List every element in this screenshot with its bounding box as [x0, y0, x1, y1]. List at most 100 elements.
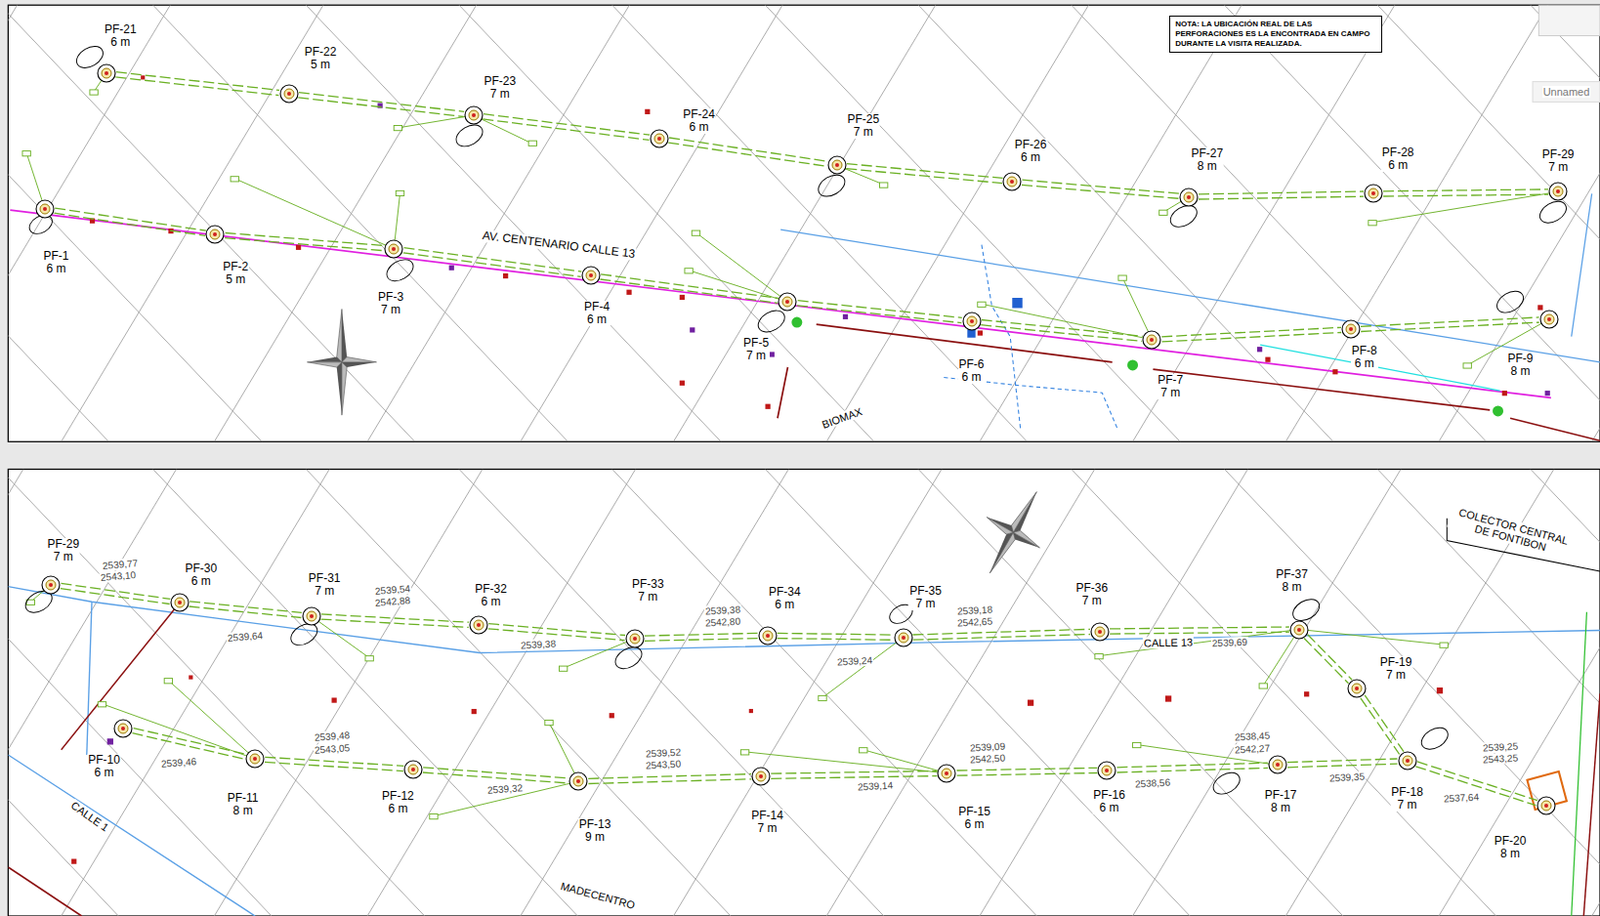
pipe-line — [770, 770, 937, 779]
borehole-marker: PF-197 m — [1347, 678, 1367, 699]
borehole-marker: PF-156 m — [936, 763, 957, 784]
elevation-value: 2539,46 — [159, 757, 198, 771]
pipe-line — [777, 632, 894, 640]
borehole-id: PF-28 — [1381, 146, 1416, 160]
pipe-line — [599, 274, 779, 304]
borehole-depth: 7 m — [1541, 161, 1576, 174]
borehole-depth: 8 m — [1507, 365, 1535, 379]
elevation-value: 2542,50 — [968, 753, 1008, 766]
borehole-id: PF-22 — [303, 45, 338, 59]
borehole-marker: PF-297 m — [41, 575, 61, 595]
borehole-label: PF-37 m — [377, 291, 405, 317]
borehole-symbol — [893, 628, 914, 648]
elevation-value: 2539,35 — [1328, 771, 1367, 785]
place-name: AV. CENTENARIO CALLE 13 — [481, 228, 638, 261]
borehole-id: PF-33 — [631, 578, 666, 591]
pipe-line — [54, 208, 207, 236]
elevation-value: 2537,64 — [1442, 791, 1481, 804]
borehole-symbol — [1363, 183, 1384, 204]
pipe-line — [1161, 327, 1342, 342]
borehole-depth: 7 m — [45, 550, 81, 564]
borehole-label: PF-257 m — [845, 113, 881, 139]
borehole-symbol — [205, 224, 225, 245]
pipe-line — [1360, 695, 1404, 756]
pipe-line — [1198, 191, 1364, 200]
elevation-value: 2538,45 — [1232, 730, 1271, 744]
borehole-depth: 6 m — [183, 575, 218, 589]
borehole-symbol — [1539, 309, 1559, 330]
pipe-line — [422, 767, 570, 784]
borehole-depth: 6 m — [103, 36, 138, 49]
borehole-symbol — [41, 575, 61, 595]
elevation-value: 2539,52 — [644, 746, 683, 759]
borehole-id: PF-18 — [1389, 786, 1425, 800]
elevation-value: 2539,14 — [856, 780, 895, 794]
borehole-depth: 6 m — [1350, 357, 1379, 371]
pipe-line — [189, 601, 302, 619]
borehole-id: PF-2 — [221, 260, 250, 274]
borehole-symbol — [279, 84, 299, 104]
borehole-symbol — [96, 63, 117, 84]
elevation-value: 2542,88 — [374, 594, 413, 609]
elevation-value: 2543,10 — [99, 569, 138, 584]
borehole-marker: PF-378 m — [1289, 620, 1309, 640]
pipe-line — [264, 757, 404, 771]
elevation-value: 2539,38 — [703, 603, 742, 617]
borehole-symbol — [1090, 622, 1110, 642]
borehole-label: PF-197 m — [1379, 656, 1414, 682]
borehole-depth: 7 m — [1074, 594, 1109, 608]
borehole-symbol — [1096, 760, 1117, 781]
borehole-id: PF-26 — [1013, 138, 1049, 152]
borehole-symbol — [463, 105, 484, 126]
borehole-depth: 7 m — [750, 822, 785, 836]
borehole-label: PF-57 m — [742, 336, 770, 363]
borehole-symbol — [113, 718, 133, 739]
borehole-marker: PF-306 m — [169, 592, 190, 613]
borehole-label: PF-208 m — [1493, 835, 1528, 861]
borehole-marker: PF-118 m — [245, 749, 265, 769]
borehole-marker: PF-187 m — [1397, 751, 1418, 771]
borehole-depth: 7 m — [631, 590, 666, 604]
borehole-id: PF-27 — [1189, 147, 1224, 161]
borehole-marker: PF-77 m — [1141, 330, 1162, 350]
borehole-marker: PF-25 m — [205, 224, 225, 245]
borehole-depth: 8 m — [226, 804, 260, 818]
pipe-line — [60, 583, 171, 604]
borehole-id: PF-10 — [86, 754, 122, 767]
pipe-line — [1304, 634, 1352, 684]
borehole-id: PF-6 — [957, 358, 985, 372]
borehole-id: PF-29 — [45, 538, 81, 551]
borehole-label: PF-216 m — [103, 23, 138, 49]
borehole-depth: 8 m — [1274, 581, 1309, 594]
borehole-id: PF-34 — [767, 586, 802, 599]
elevation-value: 2539,18 — [955, 603, 994, 617]
borehole-marker: PF-147 m — [751, 766, 771, 787]
borehole-depth: 6 m — [42, 262, 70, 276]
borehole-label: PF-66 m — [957, 358, 985, 384]
elevation-value: 2539,64 — [225, 630, 264, 644]
borehole-symbol — [35, 199, 55, 219]
borehole-symbol — [625, 629, 645, 649]
borehole-label: PF-86 m — [1350, 344, 1379, 371]
pipe-line — [956, 767, 1097, 776]
borehole-marker: PF-337 m — [625, 629, 645, 649]
pipe-line — [115, 72, 280, 96]
borehole-symbol — [936, 763, 957, 784]
borehole-depth: 6 m — [681, 121, 716, 134]
borehole-label: PF-98 m — [1507, 352, 1535, 379]
elevation-value: 2539,69 — [1211, 636, 1250, 649]
borehole-label: PF-178 m — [1263, 789, 1299, 815]
borehole-marker: PF-346 m — [757, 626, 778, 646]
borehole-symbol — [757, 626, 778, 646]
borehole-marker: PF-357 m — [893, 628, 914, 648]
pipe-line — [912, 629, 1091, 640]
borehole-label: PF-306 m — [183, 562, 218, 589]
borehole-label: PF-337 m — [631, 578, 666, 604]
place-name: BIOMAX — [819, 405, 865, 432]
pipe-line — [797, 300, 963, 324]
elevation-value: 2542,27 — [1232, 742, 1271, 756]
borehole-depth: 6 m — [1013, 151, 1049, 165]
borehole-label: PF-317 m — [307, 572, 342, 598]
borehole-marker: PF-326 m — [468, 615, 489, 635]
